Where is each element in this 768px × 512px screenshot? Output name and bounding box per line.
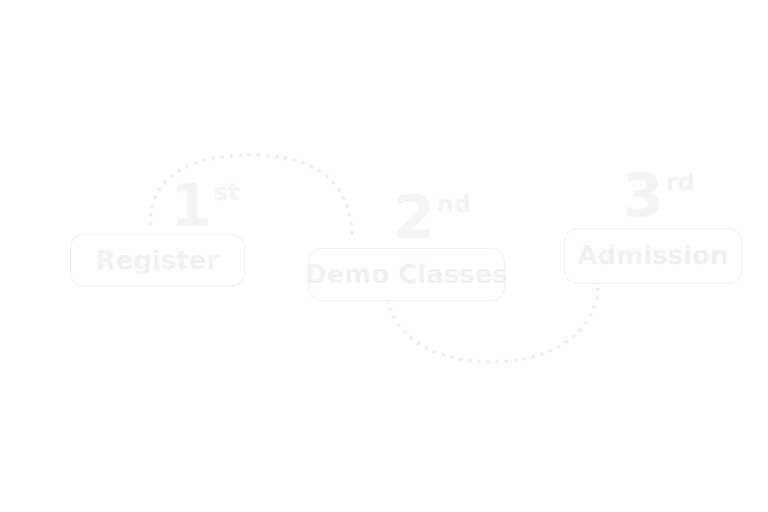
- step-2-label: Demo Classes: [305, 259, 508, 290]
- step-2-box: Demo Classes: [305, 248, 508, 301]
- connector-step1-step2: [148, 152, 354, 242]
- step-3-number: 3: [622, 161, 664, 231]
- connector-step2-step3: [386, 282, 600, 365]
- step-1-suffix: st: [213, 178, 240, 206]
- step-1-number: 1: [170, 171, 212, 241]
- step-2-ordinal: 2nd: [393, 188, 471, 248]
- step-1-label: Register: [95, 245, 220, 276]
- step-3-label: Admission: [577, 241, 729, 271]
- step-3-ordinal: 3rd: [622, 166, 695, 226]
- step-3-box: Admission: [564, 228, 742, 284]
- step-3-suffix: rd: [665, 168, 695, 196]
- step-1-ordinal: 1st: [170, 176, 240, 236]
- step-1-box: Register: [70, 234, 245, 287]
- step-2-number: 2: [393, 183, 435, 253]
- step-2-suffix: nd: [436, 190, 472, 218]
